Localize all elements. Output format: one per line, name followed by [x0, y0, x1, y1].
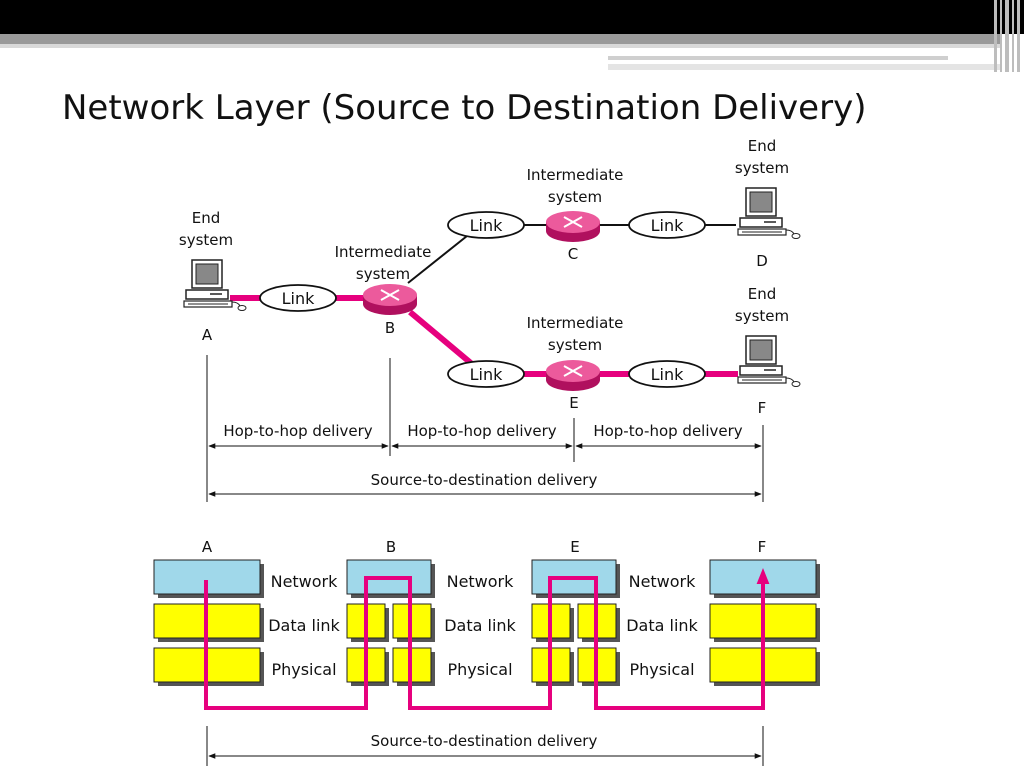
intermediate-e-line2: system — [548, 336, 602, 354]
layer-node-f: F — [758, 538, 767, 556]
router-e-icon — [545, 359, 601, 392]
end-system-d-line1: End — [748, 137, 777, 155]
top-light-stripe — [0, 44, 1000, 48]
end-system-f-line2: system — [735, 307, 789, 325]
layer-label-network-1: Network — [271, 572, 339, 591]
stack-a — [153, 559, 264, 686]
link-ellipse-be — [447, 360, 525, 388]
computer-d-icon — [737, 187, 801, 240]
intermediate-b-line2: system — [356, 265, 410, 283]
intermediate-b-line1: Intermediate — [335, 243, 432, 261]
intermediate-c-line2: system — [548, 188, 602, 206]
hop-label-2: Hop-to-hop delivery — [407, 422, 556, 440]
node-label-c: C — [568, 245, 578, 263]
layer-label-datalink-2: Data link — [444, 616, 516, 635]
link-b-e-segment — [408, 309, 474, 367]
layer-label-physical-3: Physical — [629, 660, 694, 679]
router-b-icon — [362, 283, 418, 316]
link-ellipse-cd — [628, 211, 706, 239]
layer-node-a: A — [202, 538, 213, 556]
end-system-f-line1: End — [748, 285, 777, 303]
layer-label-physical-2: Physical — [447, 660, 512, 679]
top-network: Link Link Link Link Link End system A In… — [179, 137, 801, 502]
end-system-a-line2: system — [179, 231, 233, 249]
link-label-bc: Link — [470, 216, 504, 235]
link-label-ab: Link — [282, 289, 316, 308]
hop-label-3: Hop-to-hop delivery — [593, 422, 742, 440]
link-ellipse-ef — [628, 360, 706, 388]
slide-title: Network Layer (Source to Destination Del… — [62, 88, 867, 128]
layer-label-network-2: Network — [447, 572, 515, 591]
layer-label-physical-1: Physical — [271, 660, 336, 679]
layer-node-e: E — [570, 538, 579, 556]
data-path-line — [204, 568, 770, 710]
intermediate-c-line1: Intermediate — [527, 166, 624, 184]
end-system-d-line2: system — [735, 159, 789, 177]
link-label-be: Link — [470, 365, 504, 384]
node-label-b: B — [385, 319, 395, 337]
link-label-cd: Link — [651, 216, 685, 235]
link-ellipse-ab — [259, 284, 337, 312]
top-gray-stripe — [0, 34, 1000, 44]
link-ellipse-bc — [447, 211, 525, 239]
node-label-e: E — [569, 394, 578, 412]
top-black-bar — [0, 0, 1024, 34]
top-accent-stripe — [608, 56, 948, 60]
layer-label-datalink-1: Data link — [268, 616, 340, 635]
link-label-ef: Link — [651, 365, 685, 384]
node-label-f: F — [758, 399, 767, 417]
node-label-d: D — [756, 252, 768, 270]
intermediate-e-line1: Intermediate — [527, 314, 624, 332]
hop-label-1: Hop-to-hop delivery — [223, 422, 372, 440]
computer-a-icon — [183, 259, 247, 312]
source-destination-label-top: Source-to-destination delivery — [371, 471, 598, 489]
node-label-a: A — [202, 326, 213, 344]
bottom-layers: A B E F — [153, 538, 820, 766]
source-destination-label-bottom: Source-to-destination delivery — [371, 732, 598, 750]
layer-label-datalink-3: Data link — [626, 616, 698, 635]
corner-bars-decoration — [992, 0, 1024, 72]
layer-label-network-3: Network — [629, 572, 697, 591]
router-c-icon — [545, 210, 601, 243]
end-system-a-line1: End — [192, 209, 221, 227]
link-b-c-segment — [407, 231, 473, 284]
computer-f-icon — [737, 335, 801, 388]
layer-node-b: B — [386, 538, 396, 556]
top-accent-stripe-2 — [608, 64, 1000, 70]
